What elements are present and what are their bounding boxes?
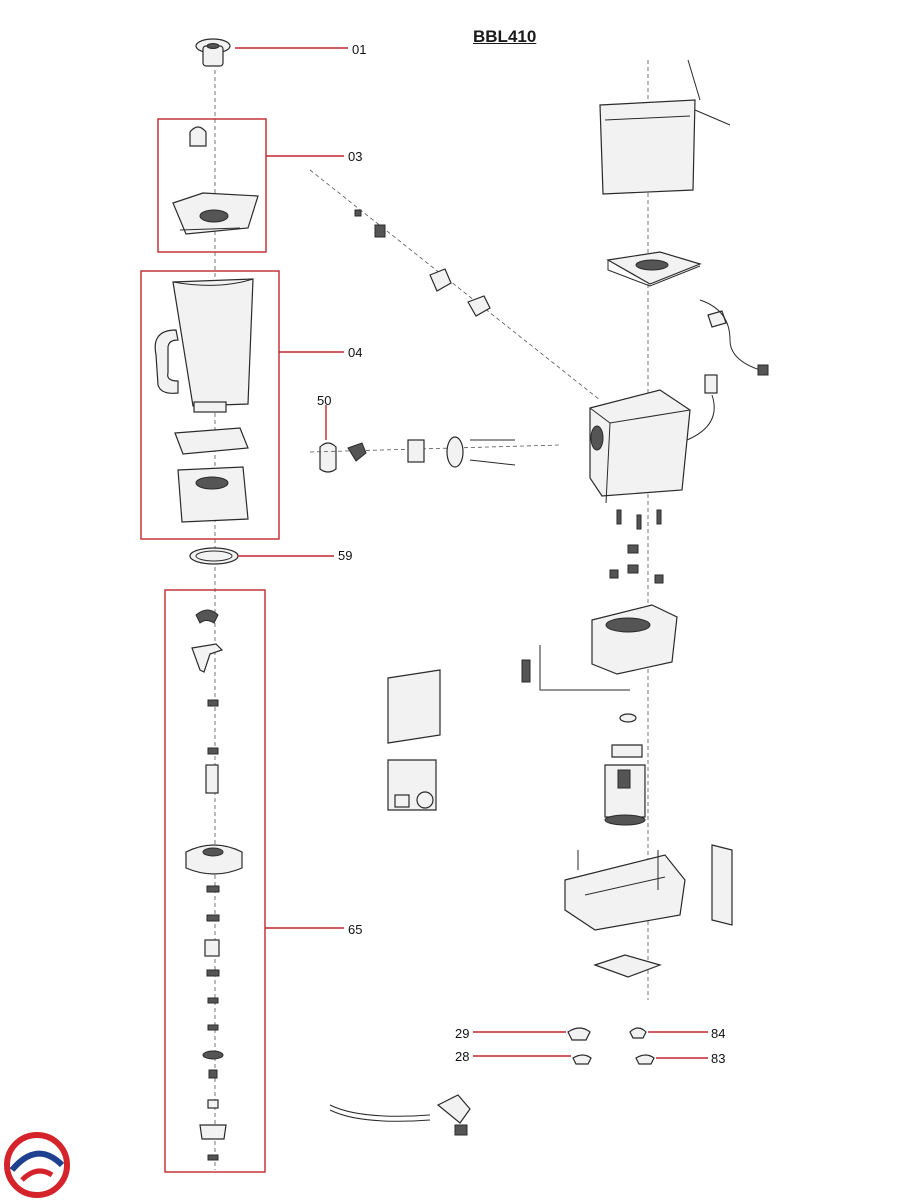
part-top-plate [606,251,702,287]
part-motor-mount [521,604,678,691]
callout-04: 04 [348,345,363,360]
part-motor-base-housing [589,389,691,504]
part-coupler-washer [619,713,637,723]
part-switch-plate [387,669,441,811]
part-base [564,850,686,931]
callout-box-65 [164,589,266,1173]
callout-84: 84 [711,1026,726,1041]
part-84-foot-right [629,1027,647,1039]
switch-assembly-parts [309,436,561,468]
part-01-lid-cap [195,38,231,67]
part-base-plate [593,954,662,978]
callout-83: 83 [711,1051,726,1066]
callout-50: 50 [317,393,332,408]
part-03-lid [172,126,259,235]
callout-59: 59 [338,548,353,563]
callout-03: 03 [348,149,363,164]
part-65-blade-assembly [185,609,243,1161]
callout-29: 29 [455,1026,470,1041]
part-29-foot-left [567,1027,591,1041]
part-28-foot-pad-left [572,1054,592,1065]
part-wiring [686,299,769,441]
part-motor [604,744,646,826]
callout-65: 65 [348,922,363,937]
callout-01: 01 [352,42,367,57]
part-housing-sleeve [599,59,731,195]
callout-box-04 [140,270,280,540]
screws-set-1 [616,509,662,530]
part-power-cord [329,1094,471,1136]
part-50-knob [319,442,337,473]
spring-mounts [609,544,664,584]
part-83-foot-pad-right [635,1054,655,1065]
brand-logo [4,1132,70,1198]
part-59-gasket [189,547,239,565]
callout-box-03 [157,118,267,253]
part-04-jar [154,278,254,523]
part-side-board [711,844,733,926]
control-board-group [309,169,601,401]
callout-28: 28 [455,1049,470,1064]
model-title: BBL410 [473,27,537,46]
